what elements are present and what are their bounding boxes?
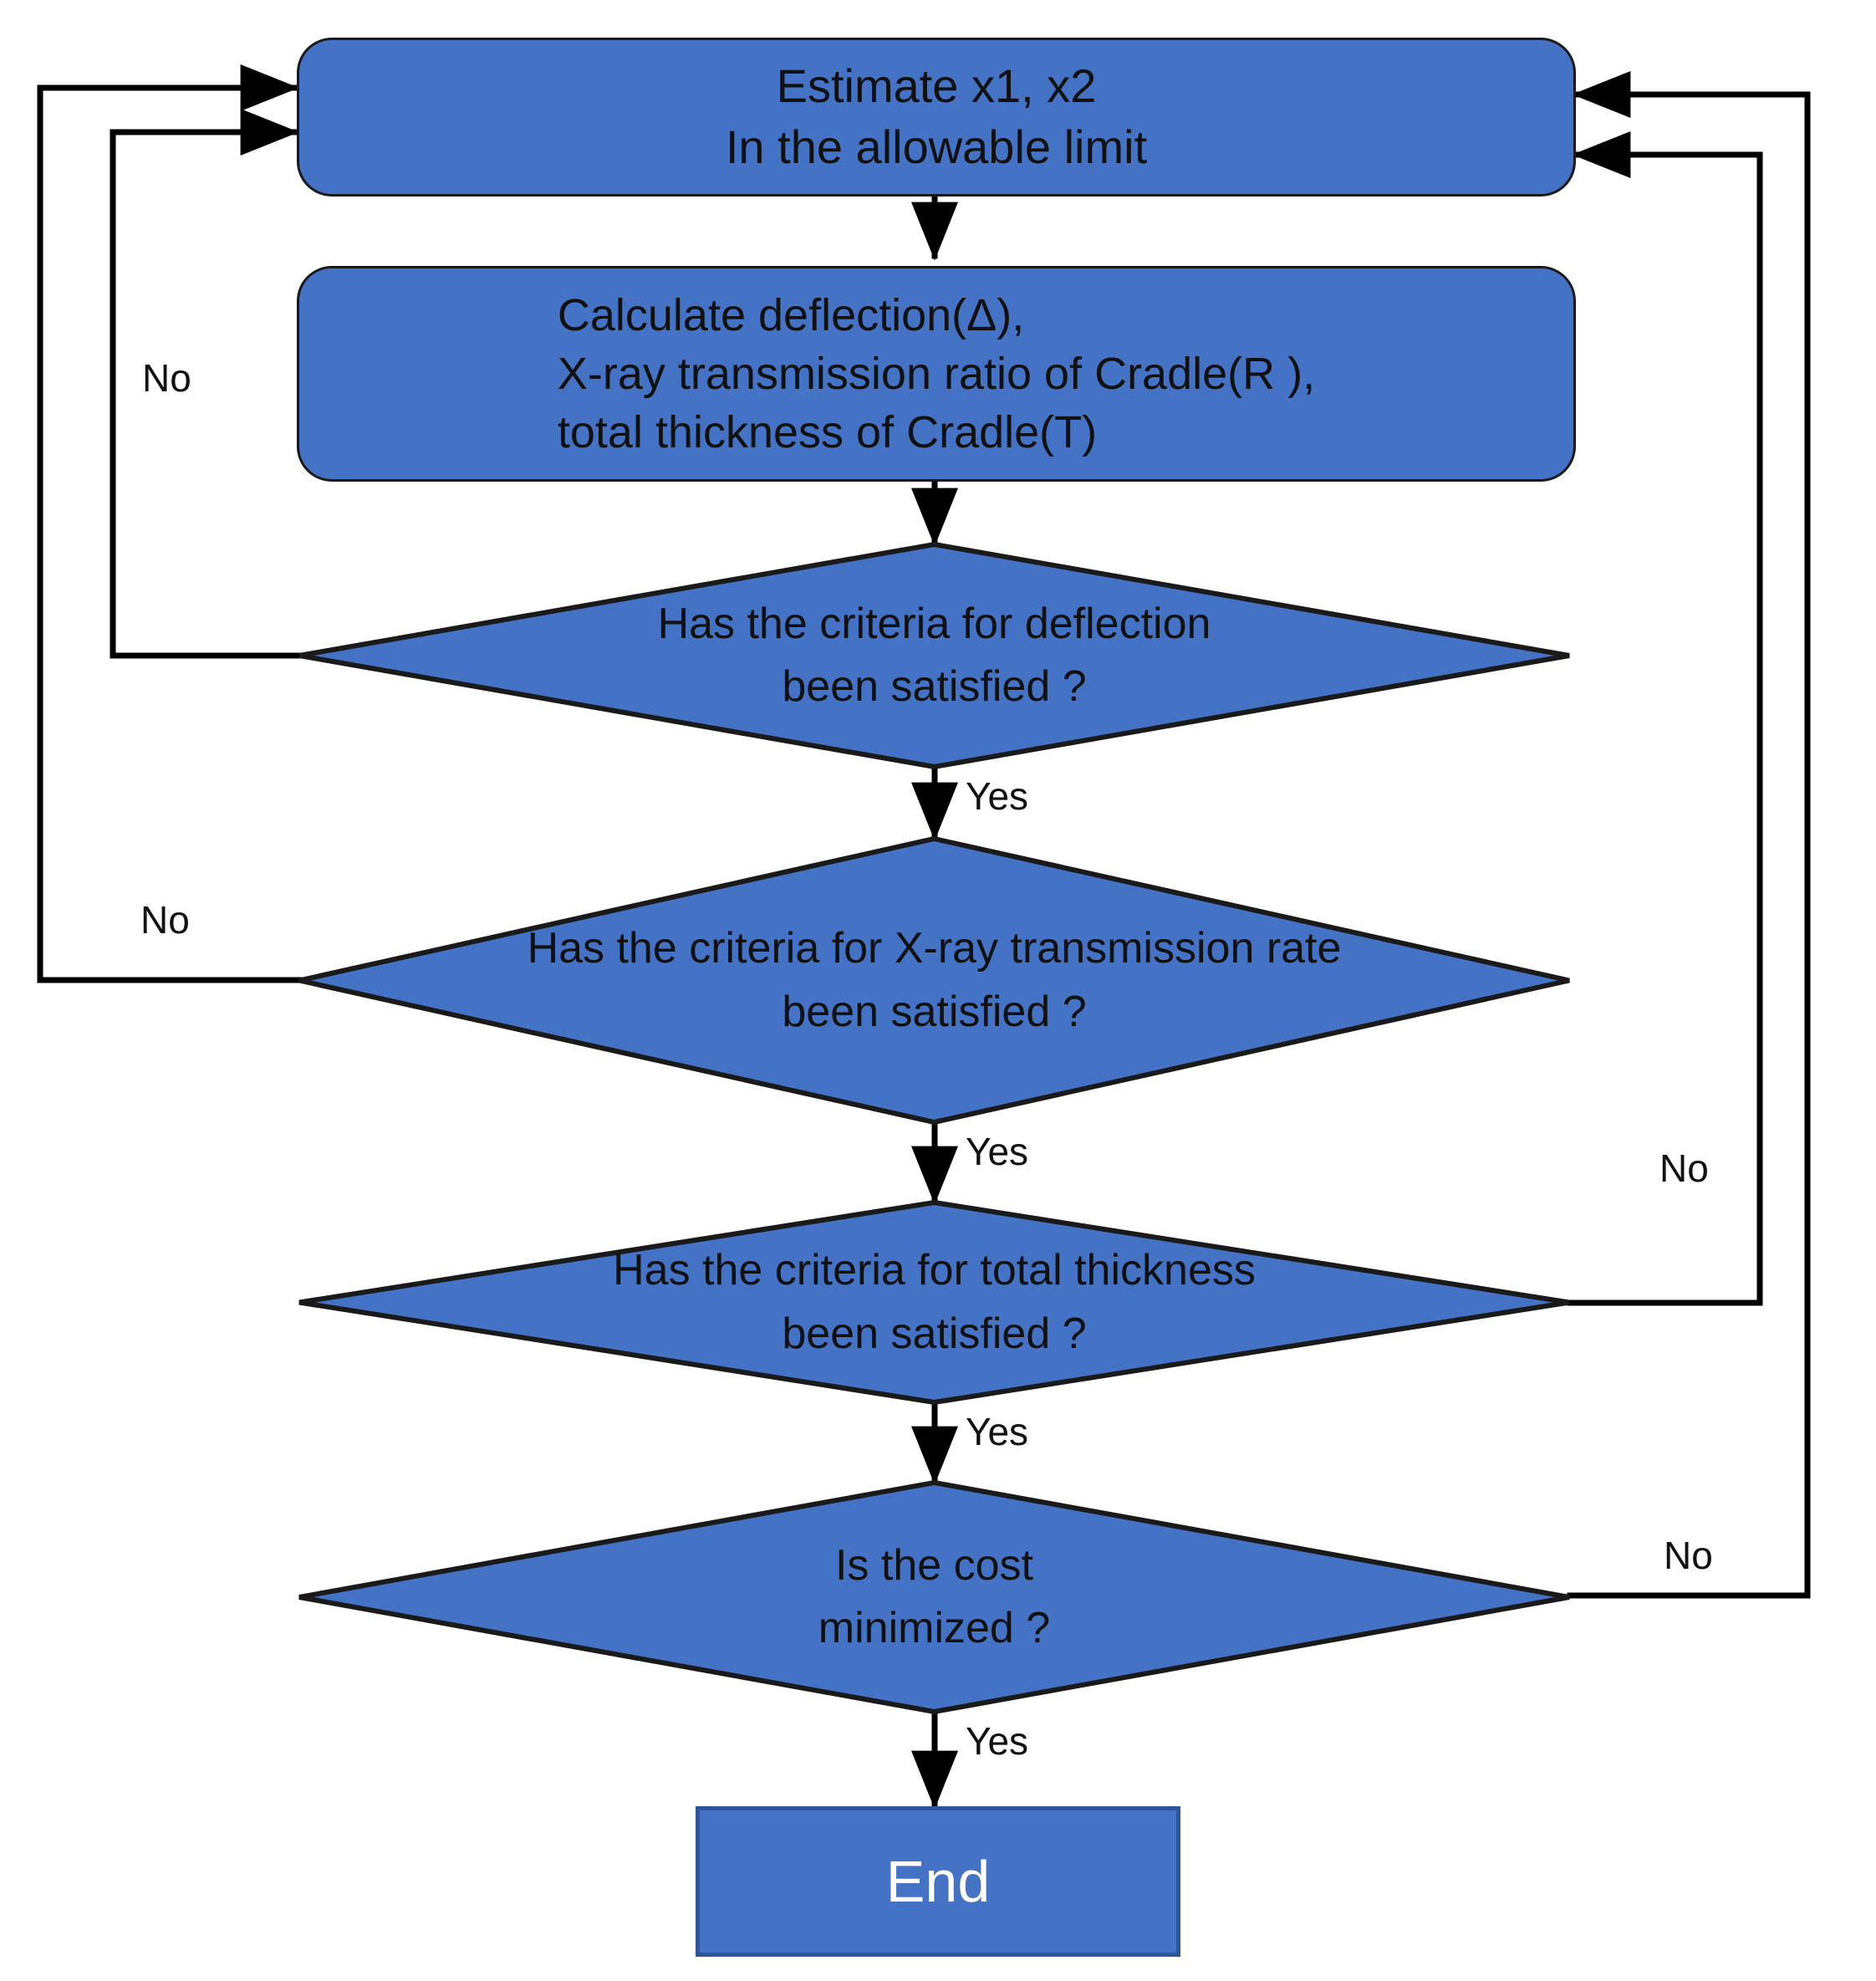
process-estimate-label: Estimate x1, x2 In the allowable limit [725, 59, 1148, 173]
process-estimate[interactable]: Estimate x1, x2 In the allowable limit [297, 38, 1576, 197]
edge-label-no-xray: No [140, 898, 190, 942]
edge-label-yes-xray: Yes [966, 1130, 1029, 1173]
terminator-end[interactable]: End [696, 1806, 1180, 1957]
edge-thickness-no [1567, 131, 1763, 1306]
terminator-end-label: End [885, 1849, 991, 1914]
process-calculate[interactable]: Calculate deflection(Δ), X-ray transmiss… [297, 266, 1576, 482]
process-calculate-label: Calculate deflection(Δ), X-ray transmiss… [557, 289, 1316, 458]
decision-thickness[interactable]: Has the criteria for total thickness bee… [297, 1199, 1572, 1406]
edge-cost-no [1567, 71, 1811, 1599]
decision-deflection[interactable]: Has the criteria for deflection been sat… [297, 541, 1572, 770]
decision-cost[interactable]: Is the cost minimized ? [297, 1479, 1572, 1715]
edge-xray-no [37, 64, 303, 983]
decision-xray[interactable]: Has the criteria for X-ray transmission … [297, 835, 1572, 1126]
edge-deflection-no [110, 109, 303, 659]
edge-label-no-cost: No [1664, 1534, 1713, 1577]
edge-label-no-deflection: No [142, 356, 191, 400]
edge-label-yes-deflection: Yes [966, 774, 1029, 818]
edge-label-yes-cost: Yes [966, 1719, 1029, 1763]
edge-label-yes-thickness: Yes [966, 1410, 1029, 1453]
edge-label-no-thickness: No [1659, 1146, 1709, 1190]
